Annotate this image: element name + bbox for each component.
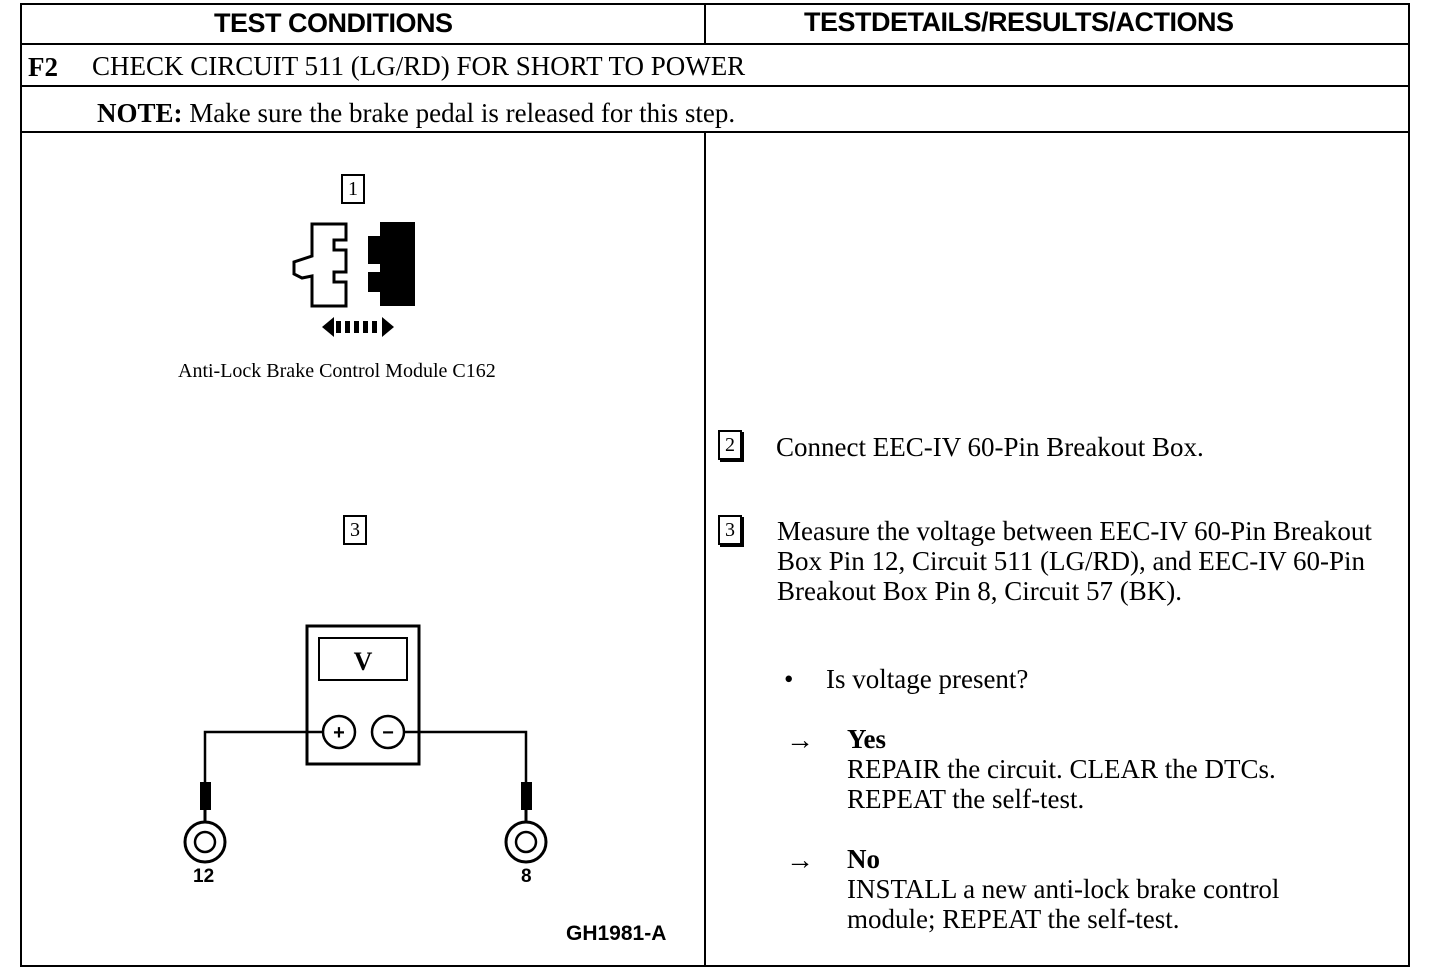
note-text: Make sure the brake pedal is released fo… xyxy=(189,98,736,128)
connector-icon xyxy=(292,222,415,308)
pin-label-12: 12 xyxy=(193,866,215,887)
double-arrow-icon xyxy=(322,317,394,337)
header-test-conditions: TEST CONDITIONS xyxy=(214,8,453,38)
voltmeter-icon: V + − xyxy=(183,624,548,864)
note-divider xyxy=(20,131,1410,133)
body-column-divider xyxy=(704,131,706,967)
answer-no: No INSTALL a new anti-lock brake control… xyxy=(847,844,1367,934)
no-arrow-icon: → xyxy=(786,845,814,876)
header-divider xyxy=(20,43,1410,45)
answer-no-label: No xyxy=(847,844,880,874)
step-3-box: 3 xyxy=(718,515,742,545)
step-2-text: Connect EEC-IV 60-Pin Breakout Box. xyxy=(776,432,1204,462)
section-title: CHECK CIRCUIT 511 (LG/RD) FOR SHORT TO P… xyxy=(92,51,746,81)
step-3-text: Measure the voltage between EEC-IV 60-Pi… xyxy=(777,516,1372,606)
answer-yes-text: REPAIR the circuit. CLEAR the DTCs. REPE… xyxy=(847,754,1276,814)
connector-caption: Anti-Lock Brake Control Module C162 xyxy=(178,360,496,382)
answer-no-text: INSTALL a new anti-lock brake control mo… xyxy=(847,874,1280,934)
answer-yes-label: Yes xyxy=(847,724,886,754)
question-bullet: • xyxy=(784,664,794,694)
note: NOTE: Make sure the brake pedal is relea… xyxy=(97,98,735,129)
header-test-details: TESTDETAILS/RESULTS/ACTIONS xyxy=(804,7,1234,37)
meter-plus: + xyxy=(333,722,345,744)
step-2-box: 2 xyxy=(718,430,742,460)
figure-step-3-box: 3 xyxy=(343,515,367,545)
meter-symbol: V xyxy=(354,647,373,676)
answer-yes: Yes REPAIR the circuit. CLEAR the DTCs. … xyxy=(847,724,1367,814)
yes-arrow-icon: → xyxy=(786,725,814,756)
pin-label-8: 8 xyxy=(521,866,532,887)
meter-minus: − xyxy=(382,722,394,744)
figure-step-1-box: 1 xyxy=(341,174,365,204)
section-id: F2 xyxy=(28,52,58,82)
note-label: NOTE: xyxy=(97,98,183,128)
section-divider xyxy=(20,85,1410,87)
header-column-divider xyxy=(704,3,706,44)
question-text: Is voltage present? xyxy=(826,664,1029,694)
figure-id: GH1981-A xyxy=(566,922,667,945)
table-frame xyxy=(20,3,1410,967)
